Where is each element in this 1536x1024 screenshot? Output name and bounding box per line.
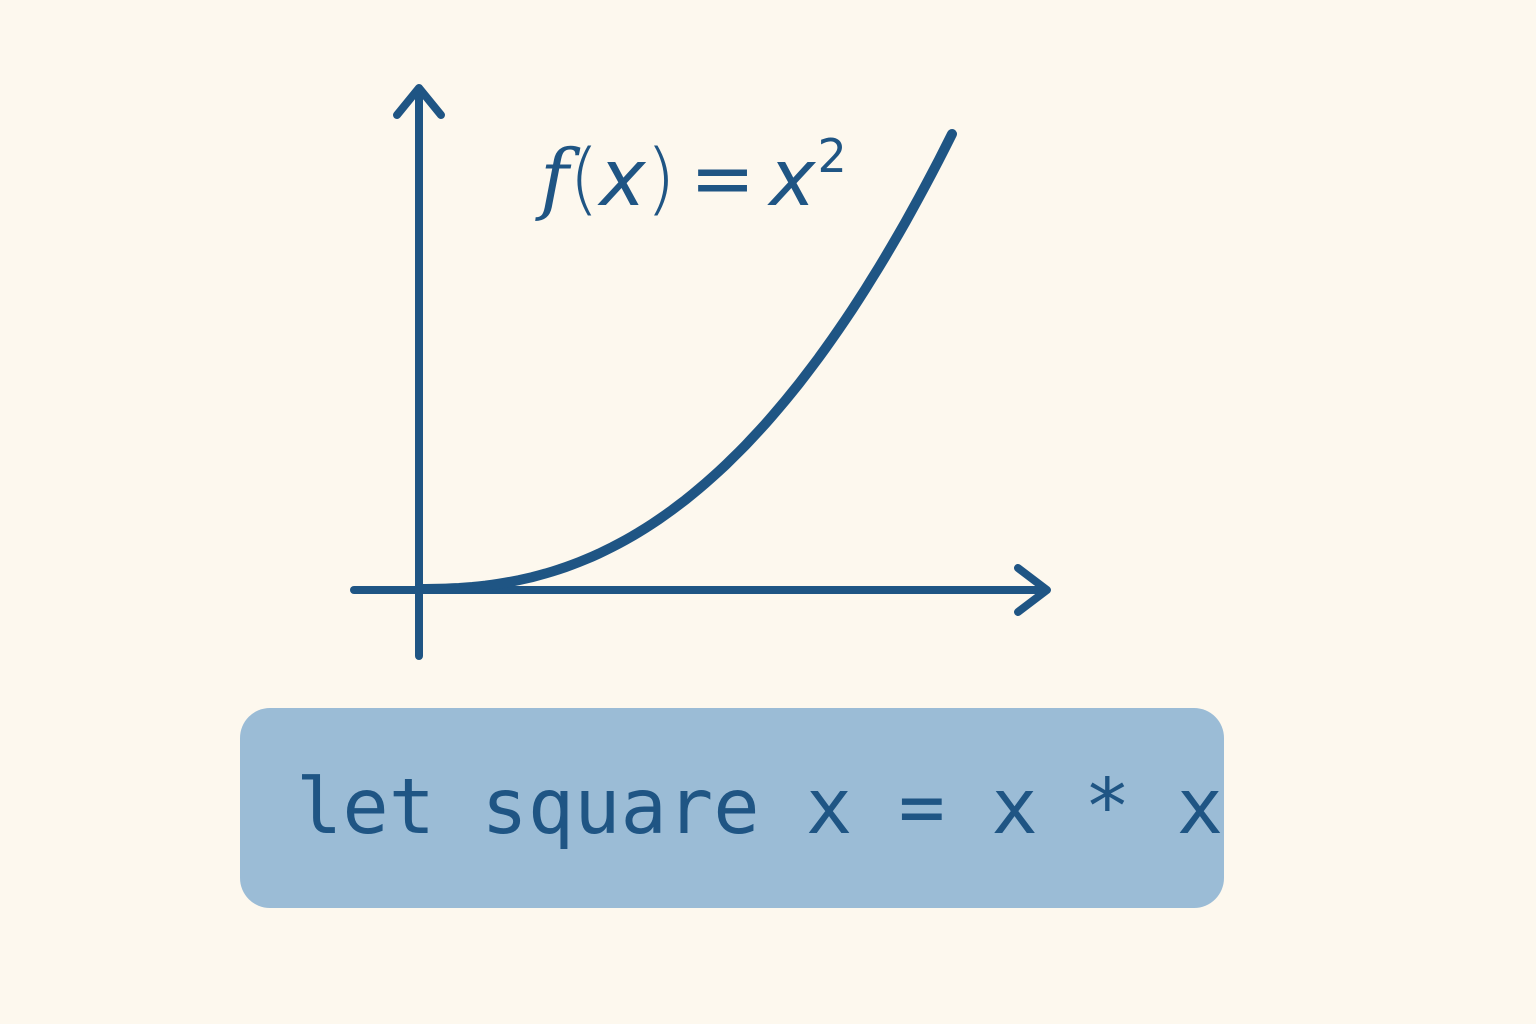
code-snippet: let square x = x * x xyxy=(296,763,1224,852)
formula-base: x xyxy=(769,134,816,224)
graph-diagram xyxy=(350,84,1051,660)
formula-variable: x xyxy=(599,134,646,224)
code-box: let square x = x * x xyxy=(240,708,1224,908)
formula-close-paren: ) xyxy=(645,134,676,224)
formula-equals: = xyxy=(689,134,756,224)
parabola-curve xyxy=(414,129,957,594)
x-axis-arrowhead xyxy=(1014,564,1051,616)
formula-open-paren: ( xyxy=(568,134,600,224)
y-axis-arrowhead xyxy=(393,84,445,119)
formula-label: f(x)=x2 xyxy=(540,112,847,224)
formula-function-name: f xyxy=(540,134,569,224)
formula-exponent: 2 xyxy=(817,129,847,183)
